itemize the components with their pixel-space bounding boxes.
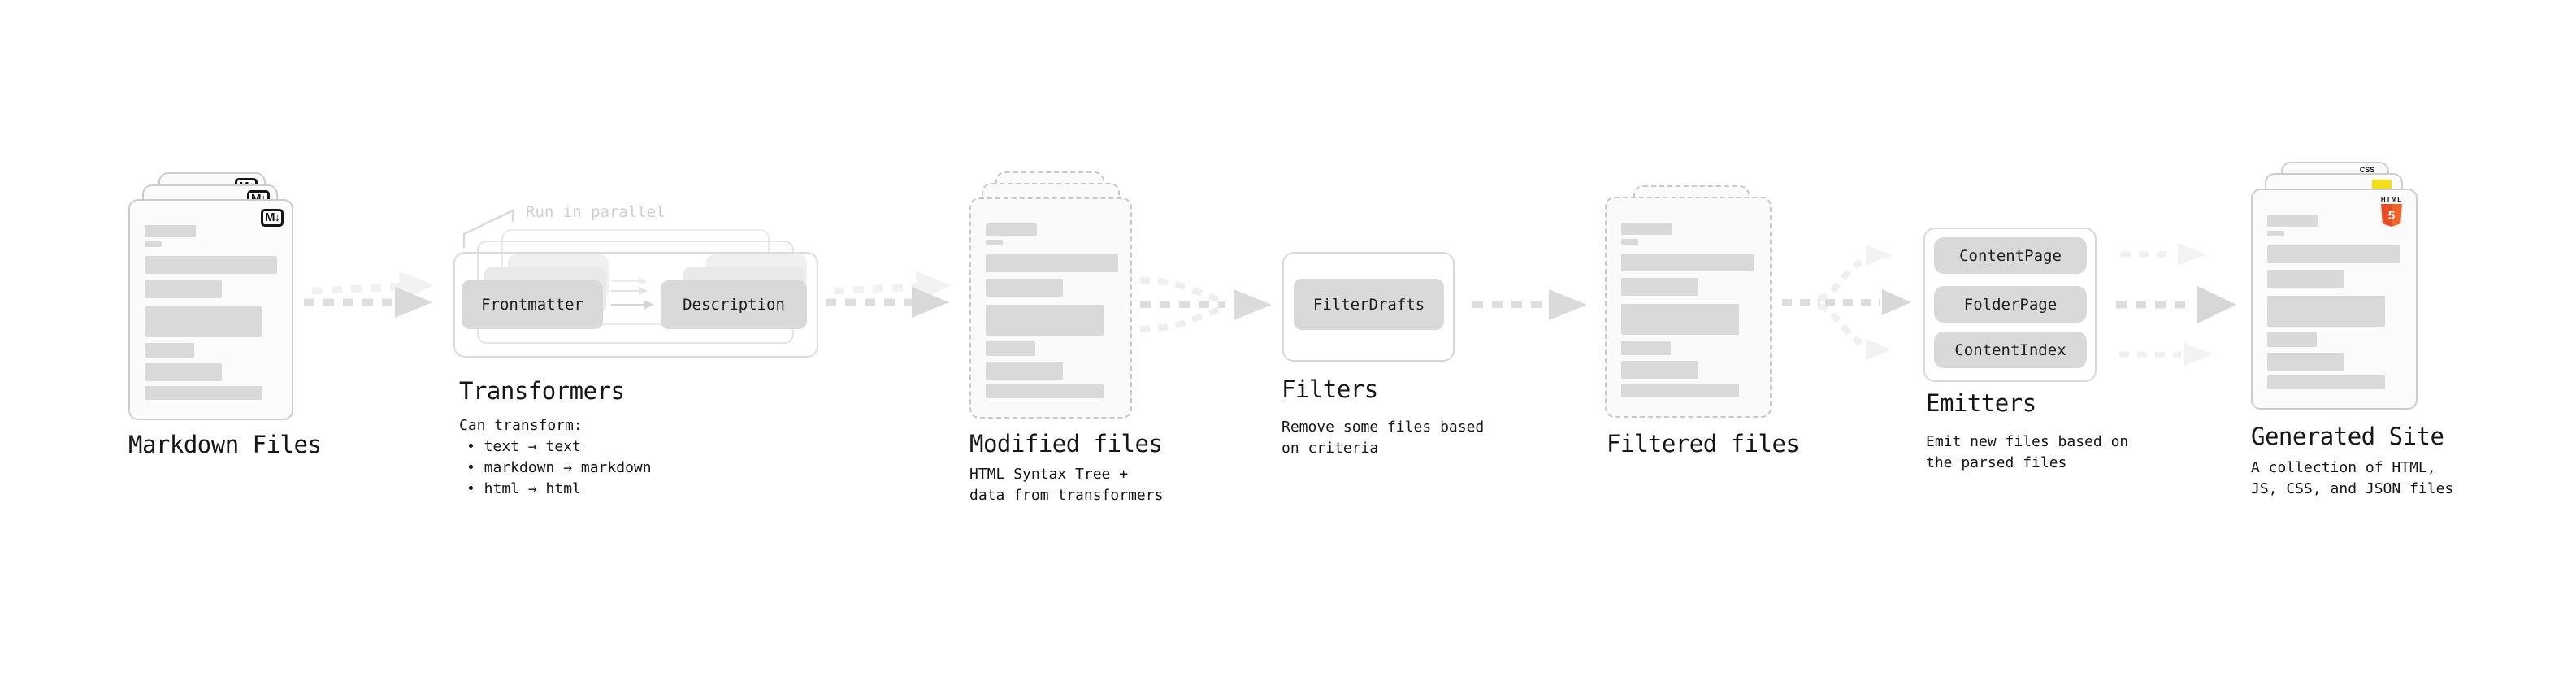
stage-title: Emitters xyxy=(1926,389,2036,417)
run-in-parallel-note: Run in parallel xyxy=(526,203,666,221)
file-card-back: M↓ xyxy=(158,172,266,372)
file-card-middle: M↓ xyxy=(142,184,278,396)
emitter-content-index-box: ContentIndex xyxy=(1934,332,2087,368)
file-card-back xyxy=(1633,185,1750,388)
split-arrow-icon xyxy=(1782,245,1911,360)
markdown-icon: M↓ xyxy=(261,209,284,227)
description-ghost-box xyxy=(683,267,805,314)
emitters-container xyxy=(1923,228,2097,382)
stage-title: Modified files xyxy=(969,430,1163,458)
transformer-container-back xyxy=(501,229,770,325)
description-ghost-box xyxy=(706,254,807,298)
emitter-content-page-box: ContentPage xyxy=(1934,237,2087,274)
transformer-frontmatter-box: Frontmatter xyxy=(462,280,603,329)
merge-arrow-icon xyxy=(1139,277,1272,332)
file-card-middle xyxy=(2265,173,2403,384)
stage-description: Remove some files based on criteria xyxy=(1281,419,1485,457)
flow-arrow-icon xyxy=(304,271,434,318)
file-content-lines xyxy=(145,225,277,400)
transformer-container-middle xyxy=(477,241,794,344)
frontmatter-ghost-box xyxy=(508,254,609,298)
html5-shield: 5 xyxy=(2381,204,2402,227)
markdown-icon: M↓ xyxy=(247,190,270,208)
flow-arrow-icon xyxy=(826,271,951,318)
file-card-back xyxy=(995,171,1104,371)
markdown-icon: M↓ xyxy=(235,178,258,196)
file-content-lines xyxy=(986,223,1118,398)
emitter-folder-page-box: FolderPage xyxy=(1934,286,2087,323)
bullet-item: • html → html xyxy=(466,480,581,497)
can-transform-heading: Can transform: xyxy=(459,417,583,434)
bullet-item: • markdown → markdown xyxy=(466,459,652,476)
html5-label: HTML xyxy=(2380,196,2403,203)
file-content-lines xyxy=(1621,223,1754,397)
css-file-icon: CSS xyxy=(2357,167,2378,178)
stage-title: Markdown Files xyxy=(128,431,322,458)
css-label: CSS xyxy=(2359,166,2375,174)
file-card-front: HTML 5 xyxy=(2251,189,2418,410)
file-card-back: CSS xyxy=(2281,162,2389,362)
filter-drafts-box: FilterDrafts xyxy=(1294,279,1444,330)
file-card-front xyxy=(1605,197,1772,418)
css-underline xyxy=(2357,175,2378,178)
parallel-arrows-icon xyxy=(611,277,654,310)
file-content-lines xyxy=(2267,215,2400,389)
stage-title: Filters xyxy=(1281,375,1378,403)
stage-description: Can transform: • text → text • markdown … xyxy=(459,415,752,500)
file-card-front xyxy=(969,197,1132,419)
html5-number: 5 xyxy=(2387,208,2396,223)
transformer-description-box: Description xyxy=(661,280,807,329)
stage-title: Transformers xyxy=(459,377,625,405)
transformer-container-front xyxy=(453,252,818,358)
filters-container xyxy=(1282,252,1455,362)
bullet-item: • text → text xyxy=(466,438,581,455)
frontmatter-ghost-box xyxy=(484,267,606,314)
js-file-icon xyxy=(2372,180,2392,190)
file-card-middle xyxy=(982,183,1120,394)
file-card-front: M↓ xyxy=(128,199,293,420)
stage-description: A collection of HTML, JS, CSS, and JSON … xyxy=(2251,459,2454,497)
stage-description: HTML Syntax Tree + data from transformer… xyxy=(969,466,1164,504)
html5-icon: HTML 5 xyxy=(2377,196,2406,227)
stage-description: Emit new files based on the parsed files xyxy=(1926,433,2129,471)
callout-line-icon xyxy=(462,209,514,248)
fan-out-arrows-icon xyxy=(2116,243,2236,366)
stage-title: Filtered files xyxy=(1607,430,1800,458)
flow-arrow-icon xyxy=(1472,289,1587,320)
stage-title: Generated Site xyxy=(2251,423,2444,450)
